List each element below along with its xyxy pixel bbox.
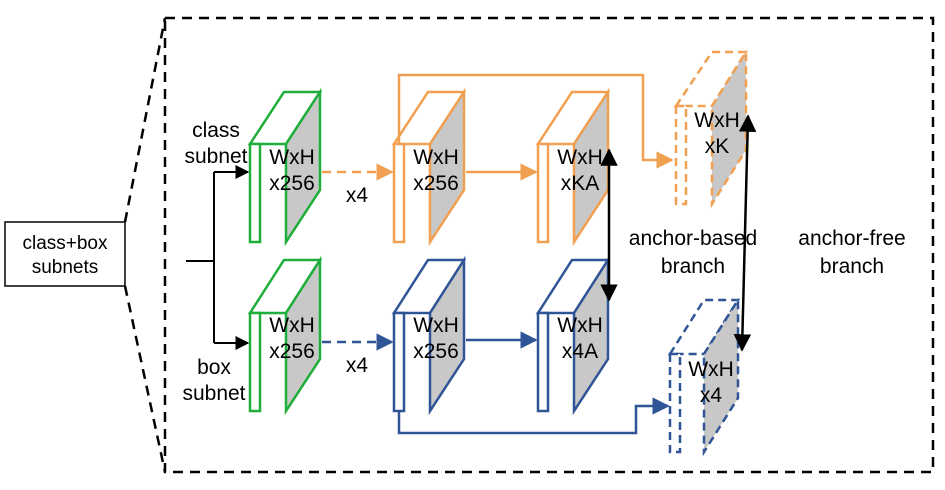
class-feature-line2: x256 <box>269 172 315 195</box>
class-anchor-based-line2: xKA <box>561 172 600 195</box>
class-feature-map: WxH x256 <box>247 87 323 247</box>
box-anchor-free-connector <box>397 397 670 435</box>
anchor-free-double-arrow <box>733 114 757 352</box>
class-anchor-free-line2: xK <box>705 135 730 158</box>
box-anchor-free-line2: x4 <box>700 384 723 407</box>
box-subnet-label-line2: subnet <box>182 382 245 405</box>
box-feature-line1: WxH <box>269 314 315 337</box>
class-box-subnets-box: class+box subnets <box>4 221 126 287</box>
anchor-based-label-line2: branch <box>661 255 725 278</box>
zoom-line-top <box>123 17 167 223</box>
box-anchor-based-output: WxH x4A <box>535 255 611 416</box>
class-anchor-free-output: WxH xK <box>673 47 749 209</box>
box-anchor-free-output: WxH x4 <box>667 295 741 457</box>
anchor-free-label-line1: anchor-free <box>798 227 905 250</box>
box-feature-line2: x256 <box>269 340 315 363</box>
class-head-mid-line1: WxH <box>413 146 459 169</box>
box-head-mid-map: WxH x256 <box>391 255 467 416</box>
box-head-mid-line1: WxH <box>413 314 459 337</box>
box-anchor-based-line1: WxH <box>557 314 603 337</box>
class-feature-line1: WxH <box>269 146 315 169</box>
input-box-line1: class+box <box>22 233 108 254</box>
box-anchor-free-line1: WxH <box>688 358 734 381</box>
subnet-container-frame <box>163 16 935 474</box>
class-anchor-based-output: WxH xKA <box>535 87 611 247</box>
class-anchor-free-connector <box>397 73 674 169</box>
box-anchor-based-line2: x4A <box>562 340 598 363</box>
class-head-mid-map: WxH x256 <box>391 87 467 247</box>
class-anchor-free-line1: WxH <box>694 109 740 132</box>
box-head-mid-line2: x256 <box>413 340 459 363</box>
class-subnet-label-line2: subnet <box>184 145 247 168</box>
zoom-line-bottom <box>123 285 167 473</box>
box-repeat-label: x4 <box>346 354 369 377</box>
class-repeat-label: x4 <box>346 184 369 207</box>
input-box-line2: subnets <box>32 257 99 278</box>
split-connector <box>186 165 250 350</box>
class-head-mid-line2: x256 <box>413 172 459 195</box>
anchor-based-label-line1: anchor-based <box>629 227 757 250</box>
box-subnet-label-line1: box <box>197 356 231 379</box>
anchor-free-label-line2: branch <box>820 255 884 278</box>
class-subnet-label-line1: class <box>192 119 240 142</box>
class-anchor-based-line1: WxH <box>557 146 603 169</box>
box-feature-map: WxH x256 <box>247 255 323 416</box>
